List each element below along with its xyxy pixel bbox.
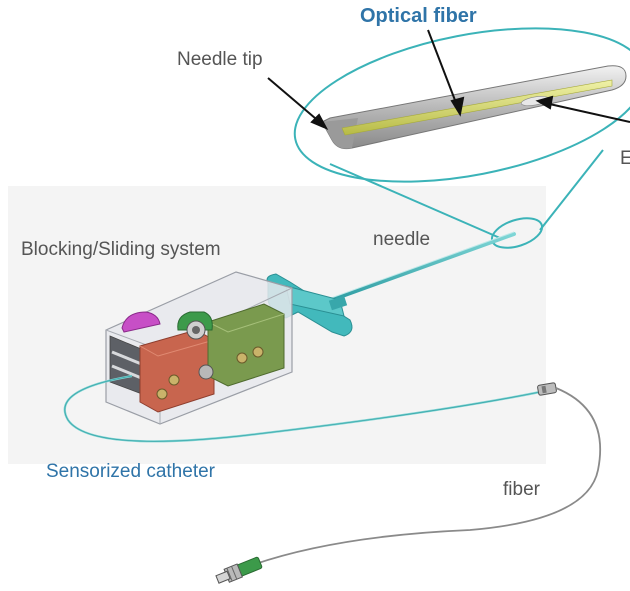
label-needle: needle	[373, 229, 431, 250]
arrow-needle-tip	[267, 77, 323, 125]
callout-ellipse	[293, 27, 630, 183]
optical-fiber-core	[341, 79, 613, 136]
label-fiber: fiber	[503, 479, 540, 500]
magnified-needle	[321, 65, 627, 150]
needle-shaft	[318, 232, 516, 306]
fiber-connector	[215, 556, 263, 584]
label-optical-fiber: Optical fiber	[360, 5, 477, 27]
catheter-connector	[537, 382, 557, 396]
blocking-sliding-device	[105, 271, 293, 425]
magenta-knob	[121, 311, 161, 333]
arrow-optical-fiber	[427, 29, 459, 109]
label-blocking-sliding-system: Blocking/Sliding system	[21, 239, 221, 260]
callout-line-left	[329, 163, 501, 239]
label-cut-off: E	[620, 148, 630, 169]
label-sensorized-catheter: Sensorized catheter	[46, 461, 215, 482]
fiber-cable	[243, 387, 602, 569]
label-needle-tip: Needle tip	[177, 49, 263, 70]
needle-bevel	[322, 118, 358, 149]
callout-line-right	[539, 149, 604, 231]
label-arrows	[267, 29, 630, 131]
arrow-window	[544, 102, 630, 123]
